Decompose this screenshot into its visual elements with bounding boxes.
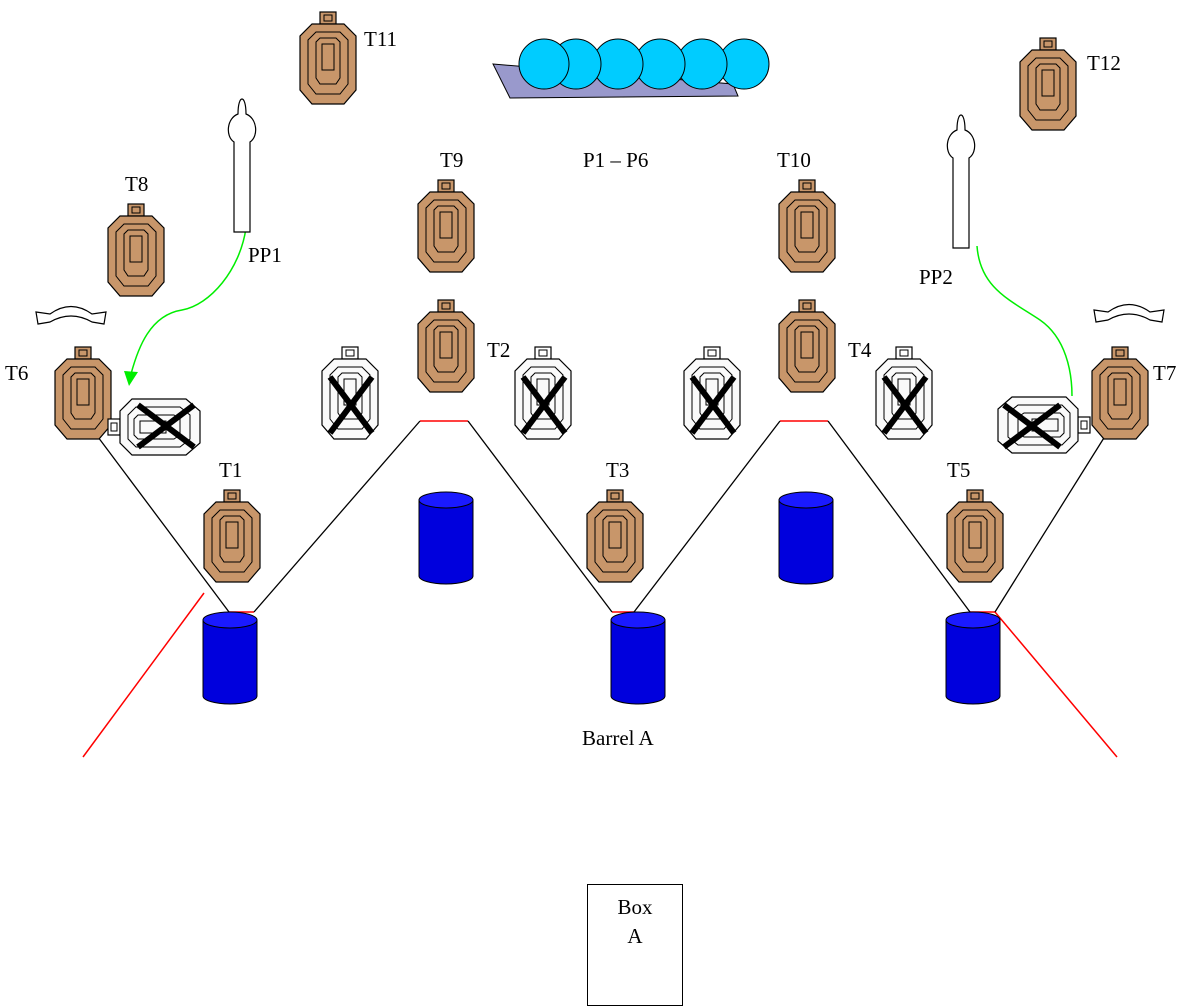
wall-left — [94, 432, 230, 613]
target-label-t1: T1 — [219, 458, 242, 482]
popper-label: P1 – P6 — [583, 148, 648, 172]
wall-right — [994, 432, 1108, 613]
target-label-t9: T9 — [440, 148, 463, 172]
target-t12 — [1019, 37, 1077, 131]
barrel-label: Barrel A — [582, 726, 655, 750]
target-t1 — [203, 489, 261, 583]
turn-arrow-left — [35, 305, 107, 325]
target-t11 — [299, 11, 357, 105]
barrel-upper-left — [418, 491, 474, 585]
walls — [94, 420, 1108, 613]
pepper-popper-label-pp1: PP1 — [248, 243, 282, 267]
target-t8 — [107, 203, 165, 297]
wall-v-left — [253, 420, 421, 613]
target-label-t4: T4 — [848, 338, 872, 362]
barrel-a — [610, 611, 666, 705]
target-t4 — [778, 299, 836, 393]
target-label-t12: T12 — [1087, 51, 1121, 75]
target-t6 — [54, 346, 112, 440]
target-label-t8: T8 — [125, 172, 148, 196]
pepper-popper-pp2 — [946, 114, 976, 249]
barrel-upper-right — [778, 491, 834, 585]
target-t3 — [586, 489, 644, 583]
box-label-line1: Box — [617, 895, 653, 919]
barrel-left — [202, 611, 258, 705]
target-label-t11: T11 — [364, 27, 397, 51]
fault-line-right — [994, 611, 1118, 758]
wall-v-mid-right — [633, 420, 781, 613]
target-label-t3: T3 — [606, 458, 629, 482]
swing-line-pp1 — [130, 227, 247, 375]
no-shoot-1 — [322, 347, 378, 439]
target-label-t7: T7 — [1153, 361, 1176, 385]
target-label-t5: T5 — [947, 458, 970, 482]
wall-v-mid-left — [467, 420, 613, 613]
target-t2 — [417, 299, 475, 393]
target-t7 — [1091, 346, 1149, 440]
arrow-head-pp1 — [124, 371, 138, 386]
target-label-t10: T10 — [777, 148, 811, 172]
swing-line-pp2 — [976, 245, 1073, 397]
popper-group — [492, 38, 770, 99]
barrel-right — [945, 611, 1001, 705]
pepper-popper-label-pp2: PP2 — [919, 265, 953, 289]
popper-1 — [518, 38, 570, 90]
no-shoot-right-swinger — [998, 397, 1090, 453]
target-label-t6: T6 — [5, 361, 28, 385]
turn-arrow-right — [1093, 303, 1165, 323]
no-shoot-4 — [876, 347, 932, 439]
no-shoot-2 — [515, 347, 571, 439]
target-t9 — [417, 179, 475, 273]
box-label-line2: A — [627, 924, 643, 948]
target-t10 — [778, 179, 836, 273]
target-label-t2: T2 — [487, 338, 510, 362]
wall-v-right — [827, 420, 971, 613]
target-t5 — [946, 489, 1004, 583]
fault-line-left — [82, 592, 205, 758]
box-a: Box A — [587, 884, 683, 1006]
no-shoot-left-swinger — [108, 399, 200, 455]
no-shoot-3 — [684, 347, 740, 439]
pepper-popper-pp1 — [227, 98, 257, 233]
